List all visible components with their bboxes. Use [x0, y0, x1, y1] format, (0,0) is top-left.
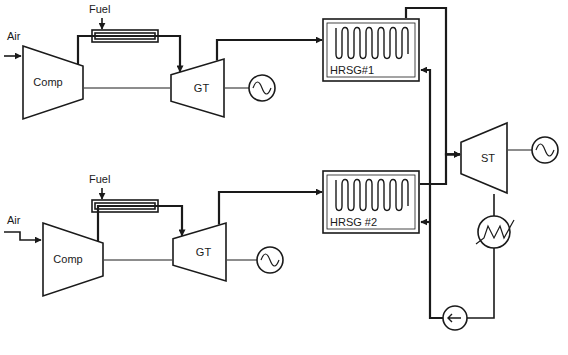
compressor-shape [43, 223, 103, 296]
gas-turbine-shape [171, 59, 224, 117]
gas-turbine-shape: GT [170, 58, 225, 118]
heat-exchanger-coil [336, 180, 408, 211]
gas-turbine-shape [173, 223, 226, 281]
flow-label: Fuel [88, 173, 111, 186]
feedwater-line [421, 70, 443, 318]
node-label: Comp [33, 76, 62, 89]
hrsg-box: HRSG#1 [322, 18, 420, 82]
gas-turbine-shape: GT [172, 222, 227, 282]
compressor-shape: Comp [42, 222, 104, 297]
generator-symbol [261, 254, 279, 266]
flow-connector [98, 206, 182, 241]
hrsg-inner-wall [327, 175, 415, 229]
flow-label: Fuel [88, 3, 111, 16]
steam-turbine-shape: ST [460, 122, 508, 194]
exhaust-steam-line [493, 194, 495, 216]
generator-symbol [253, 82, 271, 94]
flow-connector [219, 192, 322, 224]
flow-connector [217, 40, 322, 60]
steam-turbine-shape [461, 123, 507, 193]
shaft-line [508, 150, 532, 151]
node-label: HRSG#1 [330, 64, 374, 77]
fuel-inlet-line [101, 188, 103, 199]
condenser-symbol [478, 216, 510, 248]
hrsg-box: HRSG #2 [322, 170, 420, 234]
node-label: ST [481, 152, 495, 165]
feedwater-line [467, 248, 494, 318]
flow-label: Air [6, 214, 21, 227]
hrsg-box [323, 19, 419, 81]
generator-symbol [536, 144, 554, 156]
flow-connector [420, 154, 460, 184]
air-inlet-line [4, 232, 41, 240]
generator-symbol [257, 247, 283, 273]
node-label: Comp [53, 253, 82, 266]
node-label: GT [196, 246, 211, 259]
flow-connector [78, 36, 180, 72]
hrsg-inner-wall [327, 23, 415, 77]
air-inlet-line [4, 55, 21, 57]
condenser-symbol [476, 220, 514, 244]
heat-exchanger-coil [336, 28, 408, 59]
pump-symbol [443, 306, 467, 330]
compressor-shape: Comp [22, 45, 84, 120]
node-label: HRSG #2 [330, 216, 377, 229]
fuel-inlet-line [101, 18, 103, 29]
generator-symbol [532, 137, 558, 163]
pump-symbol [448, 314, 461, 322]
feedwater-line [421, 221, 430, 223]
hrsg-box [323, 171, 419, 233]
generator-symbol [249, 75, 275, 101]
compressor-shape [23, 46, 83, 119]
flow-label: Air [6, 30, 21, 43]
node-label: GT [194, 82, 209, 95]
